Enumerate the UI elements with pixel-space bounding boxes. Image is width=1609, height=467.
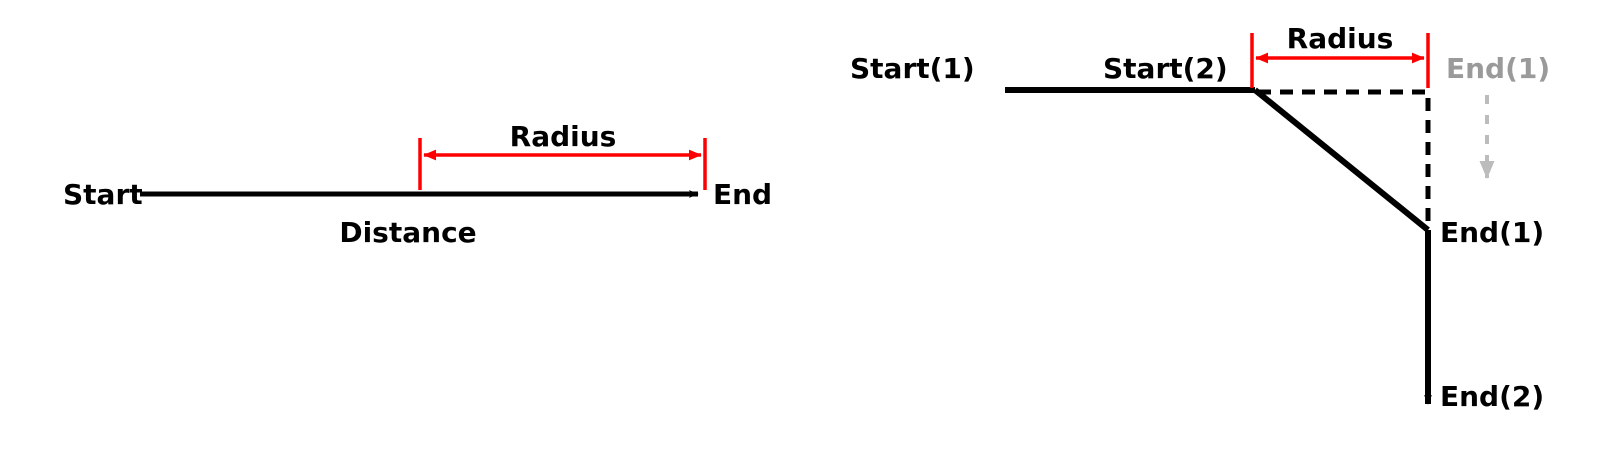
path-diagonal-chamfer xyxy=(1253,87,1430,233)
left-panel: Start End Radius Distance xyxy=(63,120,772,249)
label-radius: Radius xyxy=(1287,22,1394,55)
label-end-1: End(1) xyxy=(1440,216,1544,249)
label-start: Start xyxy=(63,178,143,211)
label-end-2: End(2) xyxy=(1440,380,1544,413)
label-end-1-ghost: End(1) xyxy=(1446,52,1550,85)
label-radius: Radius xyxy=(510,120,617,153)
right-panel: Start(1) Start(2) Radius End(1) End(1) E… xyxy=(850,22,1550,413)
label-start-1: Start(1) xyxy=(850,52,975,85)
label-start-2: Start(2) xyxy=(1103,52,1228,85)
original-corner-dashed-path xyxy=(1258,89,1431,232)
label-end: End xyxy=(713,178,772,211)
label-distance: Distance xyxy=(339,216,476,249)
